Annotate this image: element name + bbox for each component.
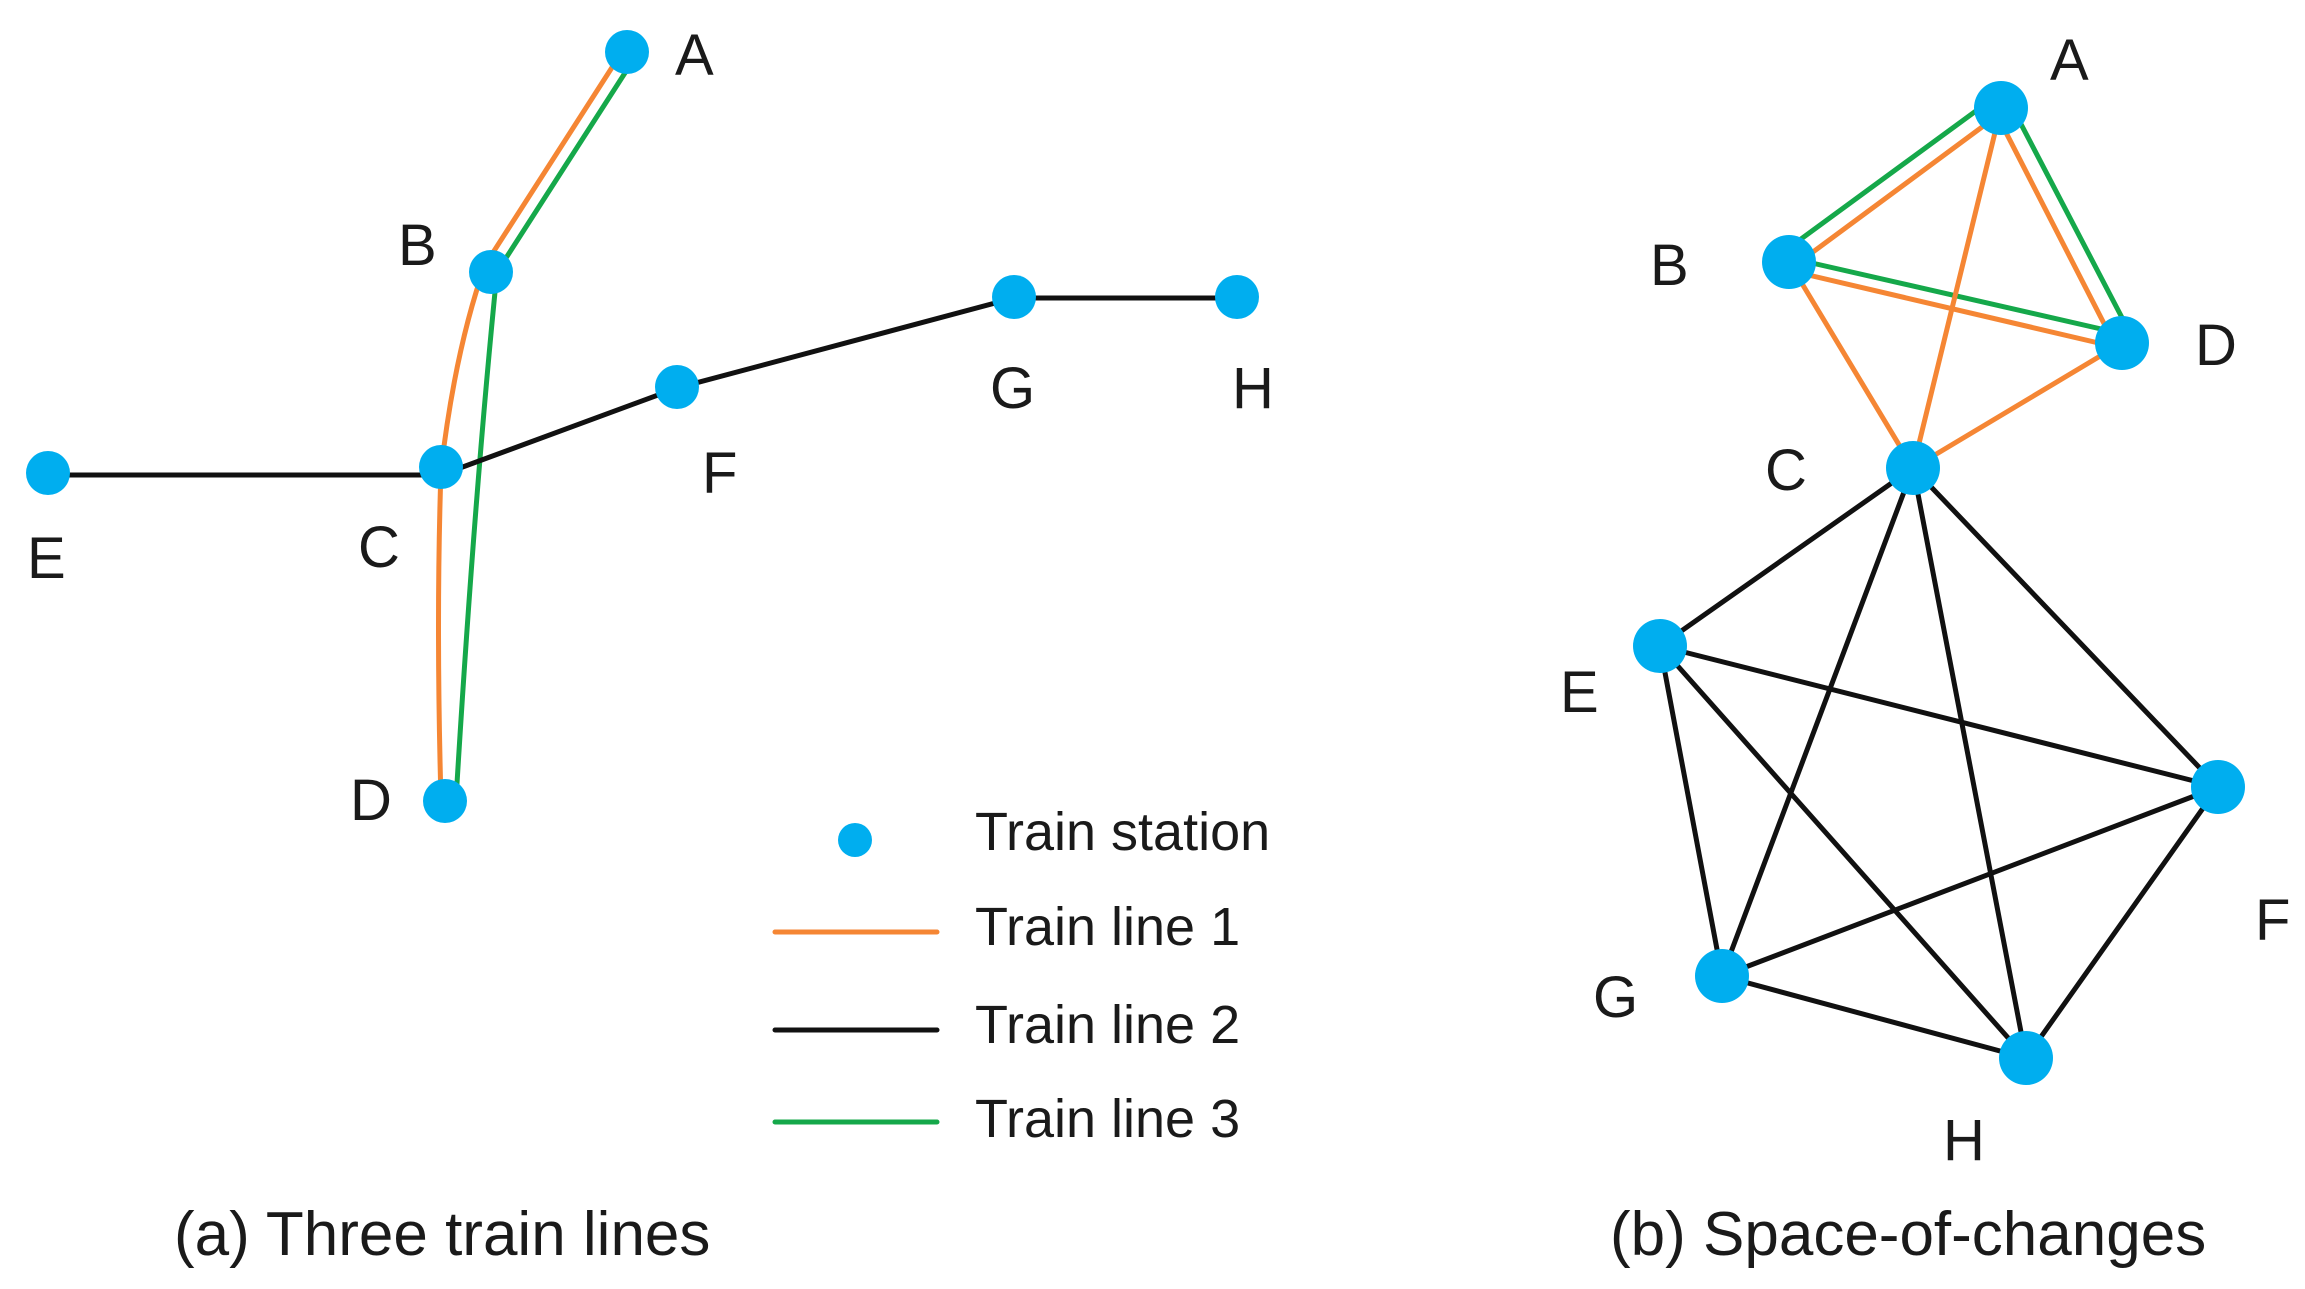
panel-b-label-A: A — [2050, 28, 2089, 93]
panel-b-edge-C-F-line-2 — [1910, 465, 2221, 790]
panel-a: A B C D E F G H Train station Train line… — [26, 23, 1274, 1269]
legend-line-3-label: Train line 3 — [975, 1089, 1240, 1149]
panel-b-edge-G-H-line-2 — [1719, 973, 2029, 1061]
panel-a-line-3 — [453, 59, 635, 803]
panel-b-edge-B-C-line-1 — [1786, 259, 1916, 471]
panel-b-station-F — [2191, 760, 2245, 814]
legend-station-marker — [838, 823, 872, 857]
panel-a-station-A — [605, 30, 649, 74]
legend-line-1-label: Train line 1 — [975, 897, 1240, 957]
panel-b-edge-F-G-line-2 — [1719, 784, 2221, 979]
legend: Train station Train line 1 Train line 2 … — [772, 802, 1270, 1149]
panel-b-station-B — [1762, 235, 1816, 289]
legend-line-2-label: Train line 2 — [975, 995, 1240, 1055]
panel-a-station-B — [469, 250, 513, 294]
panel-a-label-B: B — [398, 213, 437, 278]
panel-b-station-A — [1974, 81, 2028, 135]
panel-a-label-H: H — [1232, 356, 1274, 421]
panel-b-edge-C-G-line-2 — [1719, 465, 1916, 979]
panel-a-line-1 — [436, 52, 623, 803]
panel-b-edge-A-B-line-3 — [1783, 94, 1998, 253]
panel-b-station-E — [1633, 619, 1687, 673]
panel-a-label-G: G — [990, 356, 1035, 421]
panel-a-station-F — [655, 365, 699, 409]
panel-b-edge-C-H-line-2 — [1910, 465, 2029, 1061]
panel-b-caption: (b) Space-of-changes — [1610, 1200, 2206, 1269]
panel-a-label-C: C — [358, 515, 400, 580]
panel-b-station-G — [1695, 949, 1749, 1003]
panel-b-label-F: F — [2255, 888, 2290, 953]
panel-b-station-C — [1886, 441, 1940, 495]
legend-station-label: Train station — [975, 802, 1270, 862]
panel-b-label-B: B — [1650, 233, 1689, 298]
panel-b-edge-C-E-line-2 — [1657, 465, 1916, 649]
panel-b: A B C D E F G H (b) Space-of-changes — [1560, 28, 2290, 1269]
panel-b-station-D — [2095, 316, 2149, 370]
panel-a-label-A: A — [675, 23, 714, 88]
panel-a-line-2 — [45, 295, 1240, 478]
panel-b-label-D: D — [2195, 313, 2237, 378]
panel-a-label-F: F — [702, 441, 737, 506]
panel-b-label-H: H — [1943, 1108, 1985, 1173]
panel-a-station-D — [423, 779, 467, 823]
panel-a-label-E: E — [27, 526, 66, 591]
panel-b-label-C: C — [1765, 438, 1807, 503]
panel-b-edge-E-F-line-2 — [1657, 643, 2221, 790]
panel-a-label-D: D — [350, 768, 392, 833]
panel-a-station-E — [26, 451, 70, 495]
panel-a-station-H — [1215, 275, 1259, 319]
panel-a-station-G — [992, 275, 1036, 319]
panel-b-station-H — [1999, 1031, 2053, 1085]
panel-b-label-G: G — [1593, 965, 1638, 1030]
panel-b-edges — [1657, 94, 2221, 1061]
panel-b-edge-E-G-line-2 — [1657, 643, 1725, 979]
panel-b-edge-E-H-line-2 — [1657, 643, 2029, 1061]
panel-b-label-E: E — [1560, 660, 1599, 725]
panel-b-edge-A-B-line-1 — [1791, 110, 2004, 269]
panel-a-station-C — [419, 445, 463, 489]
panel-b-edge-C-D-line-1 — [1910, 340, 2125, 471]
panel-a-caption: (a) Three train lines — [174, 1200, 710, 1269]
panel-b-edge-A-D-line-1 — [1993, 110, 2117, 346]
panel-b-edge-A-D-line-3 — [2007, 100, 2133, 336]
panel-b-edge-F-H-line-2 — [2023, 784, 2221, 1061]
panel-b-edge-A-C-line-1 — [1910, 105, 2004, 471]
